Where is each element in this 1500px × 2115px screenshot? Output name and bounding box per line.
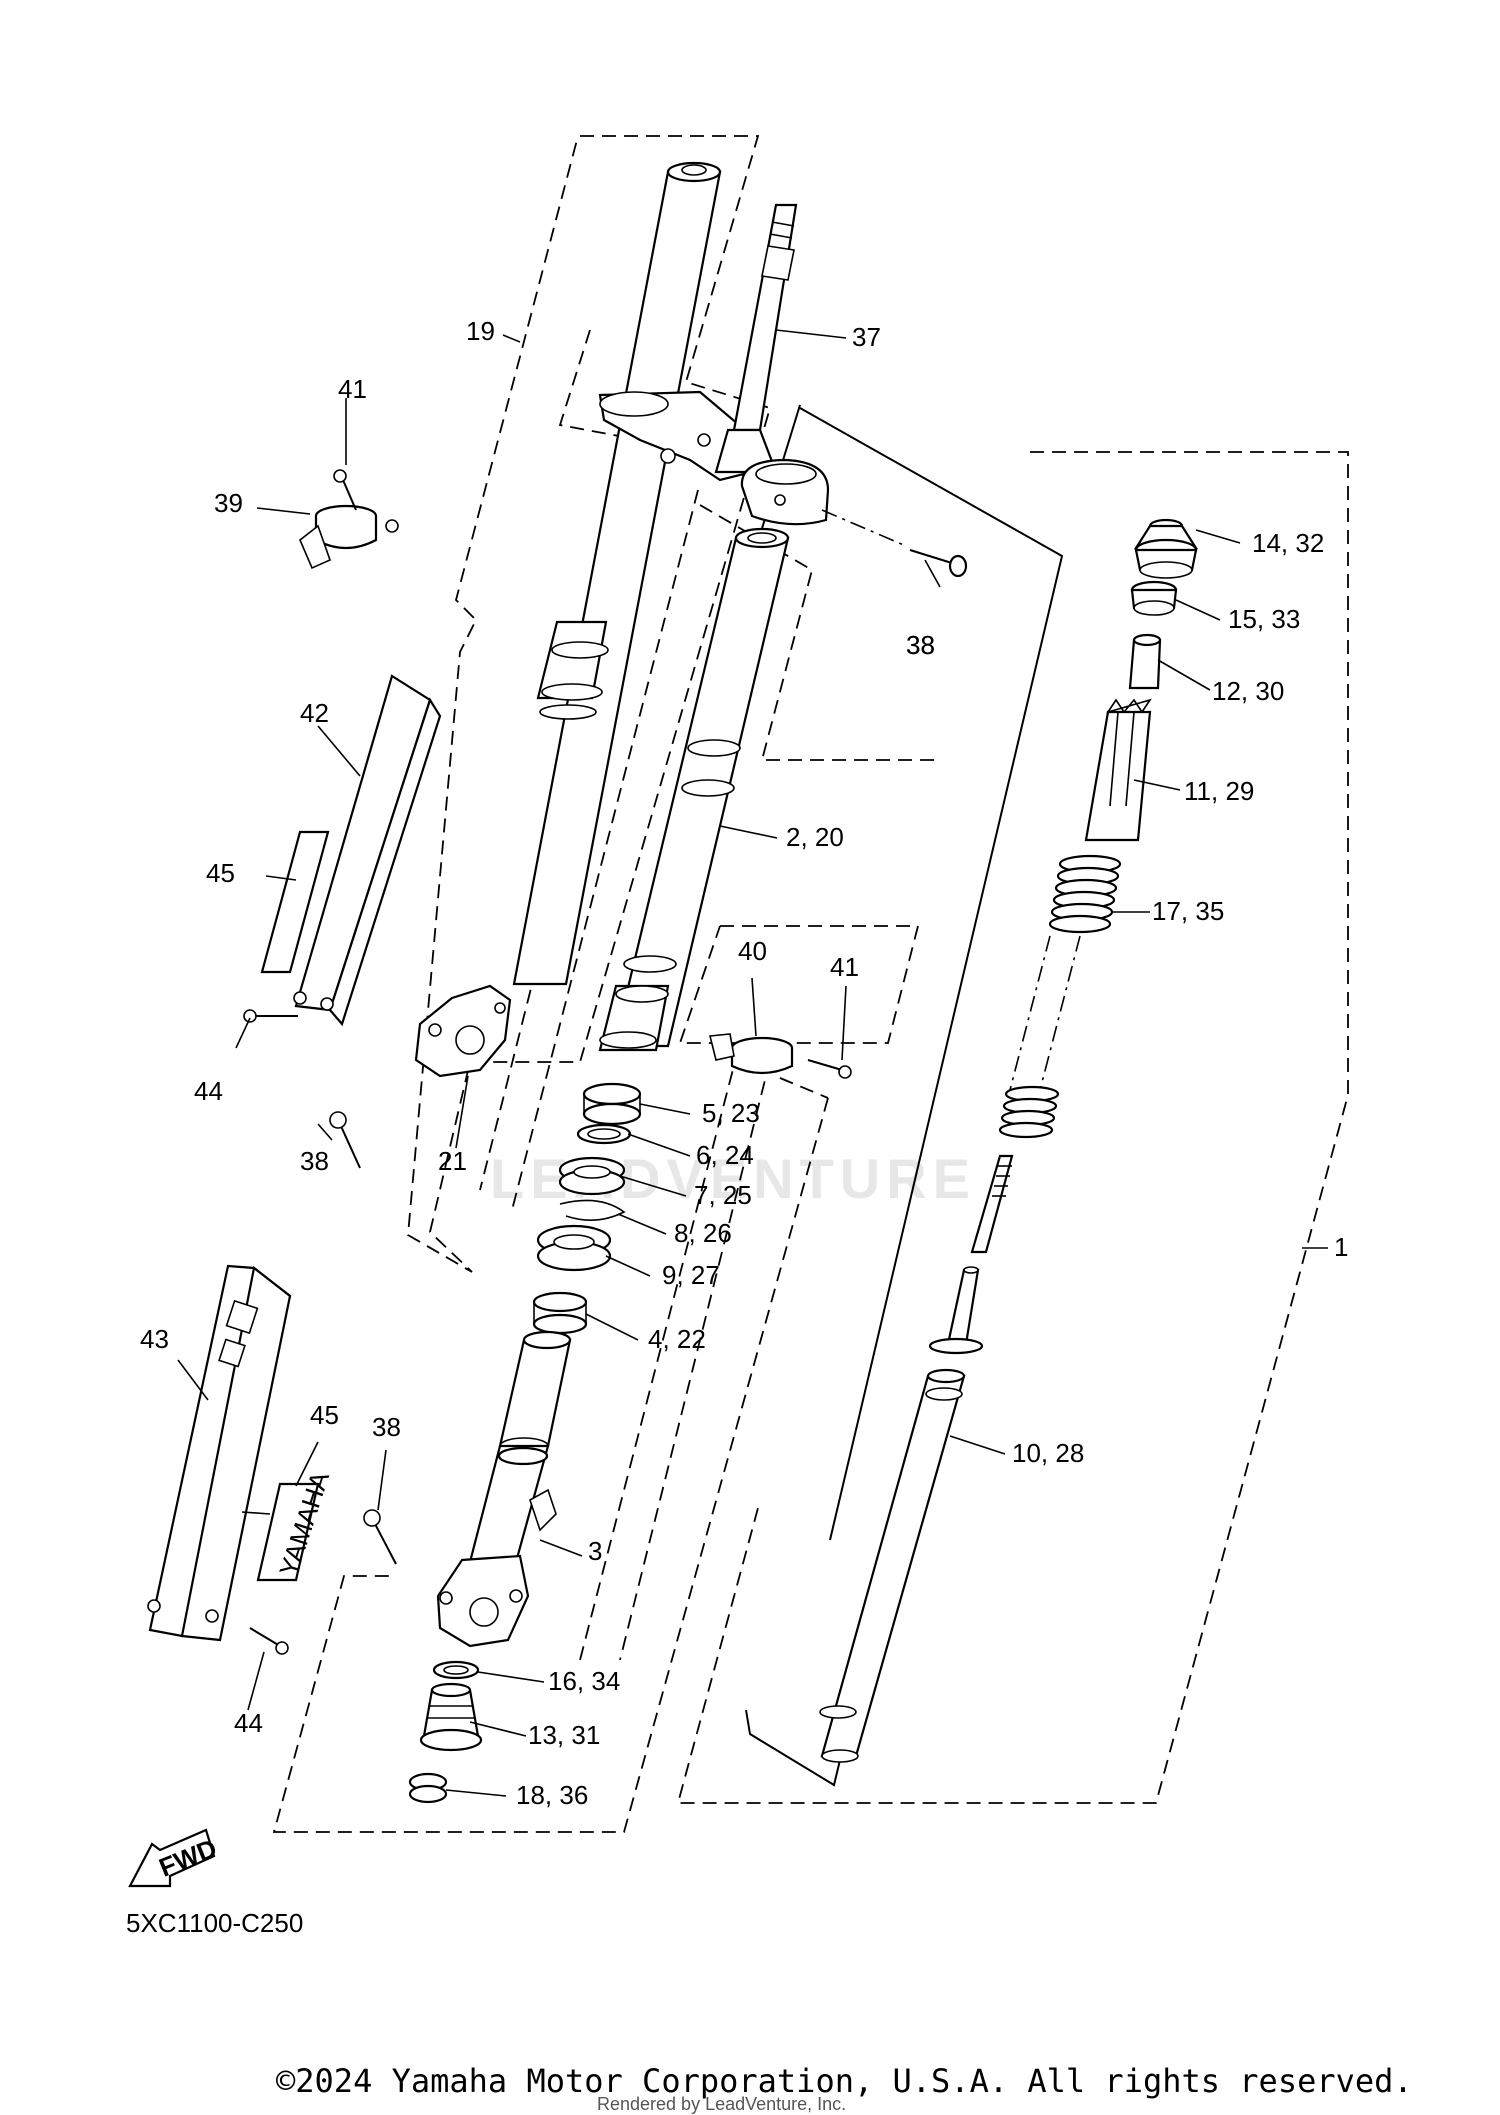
outer-tube [512,161,722,986]
tube-guide-dash-c [619,1059,771,1661]
part-label: 13, 31 [528,1720,600,1750]
bolt-41-top [333,469,357,511]
fork-spring-upper [1048,854,1122,934]
fork-guard-lower [147,1264,292,1642]
bolt-38-top [909,549,968,578]
bolt-44-upper [243,1009,298,1023]
spring-centerline-b [1009,935,1051,1091]
part-labels: 1 2, 20 3 4, 22 5, 23 6, 24 7, 25 8, 26 9, 27 10,… [140,316,1348,1810]
part-label: 18, 36 [516,1780,588,1810]
spring-centerline [1039,935,1081,1091]
leader-lines [177,329,1328,1797]
locknut [1128,633,1162,690]
steering-stem [714,203,798,474]
oil-seal [558,1156,626,1196]
bottom-case [436,1330,572,1648]
fwd-arrow-icon: FWD [128,1828,221,1888]
cartridge-tube [819,1266,984,1763]
part-label: 10, 28 [1012,1438,1084,1468]
inner-tube-assembly-boundary [699,504,938,761]
part-label: 1 [1334,1232,1348,1262]
guard-clamp-mid [708,1033,794,1075]
yamaha-decal [256,1482,320,1582]
piston-metal [532,1291,588,1335]
part-label: 9, 27 [662,1260,720,1290]
copyright-notice: ©2024 Yamaha Motor Corporation, U.S.A. A… [276,2062,1413,2100]
part-label: 38 [300,1146,329,1176]
part-label: 42 [300,698,329,728]
outer-tube-assembly-boundary [407,135,772,1273]
stem-clamp [740,458,830,526]
rendered-by-credit: Rendered by LeadVenture, Inc. [597,2094,847,2114]
spring-guide [1084,698,1152,842]
part-label: 8, 26 [674,1218,732,1248]
upper-bracket-boundary [558,329,641,441]
fork-spring-lower [998,1085,1060,1139]
part-label: 6, 24 [696,1140,754,1170]
part-label: 7, 25 [694,1180,752,1210]
part-label: 19 [466,316,495,346]
part-label: 11, 29 [1184,776,1254,806]
part-label: 38 [906,630,935,660]
part-label: 43 [140,1324,169,1354]
cap-bolt-top [1133,518,1199,579]
bolt-38-left [329,1111,361,1169]
inner-tube [598,527,790,1052]
base-valve [419,1682,483,1752]
damper-rod [970,1154,1014,1254]
part-label: 41 [830,952,859,982]
bolt-44-lower [249,1627,289,1655]
part-label: 14, 32 [1252,528,1324,558]
cartridge-bracket-bottom [745,1709,841,1787]
circlip [559,1199,626,1221]
part-label: 45 [310,1400,339,1430]
dust-seal [536,1224,612,1272]
part-label: 3 [588,1536,602,1566]
part-label: 15, 33 [1228,604,1300,634]
slide-bushing [582,1082,642,1126]
part-label: 41 [338,374,367,404]
part-label: 17, 35 [1152,896,1224,926]
tube-guide-dash-d [579,1049,739,1661]
bolt-38-axis [821,509,907,547]
tube-guide-dash-b [511,489,699,1211]
part-label: 40 [738,936,767,966]
part-label: 16, 34 [548,1666,620,1696]
bolt-41-mid [807,1059,852,1079]
fork-guard-upper [293,674,442,1027]
part-label: 5, 23 [702,1098,760,1128]
o-ring [1130,580,1178,616]
cartridge-bracket-line [799,407,1064,1541]
bottom-case-boundary [272,1097,829,1833]
guard-clamp-top [299,504,399,570]
part-label: 39 [214,488,243,518]
part-label: 38 [906,630,935,660]
part-label: 12, 30 [1212,676,1284,706]
washer [576,1123,632,1145]
guard-clamp-boundary [678,925,920,1044]
part-label: 21 [438,1146,467,1176]
axle-bracket-upper [414,984,512,1078]
diagram-code: 5XC1100-C250 [126,1908,303,1938]
cartridge-assembly-boundary [676,451,1349,1804]
bolt-38-lower [363,1509,397,1565]
part-label: 38 [372,1412,401,1442]
part-label: 44 [194,1076,223,1106]
part-label: 2, 20 [786,822,844,852]
lower-boundary-connector [779,1077,829,1099]
decal-upper [260,830,330,974]
part-label: 37 [852,322,881,352]
part-label: 45 [206,858,235,888]
cap-bolt [408,1772,448,1804]
base-valve-washer [432,1660,480,1680]
part-label: 44 [234,1708,263,1738]
part-label: 4, 22 [648,1324,706,1354]
